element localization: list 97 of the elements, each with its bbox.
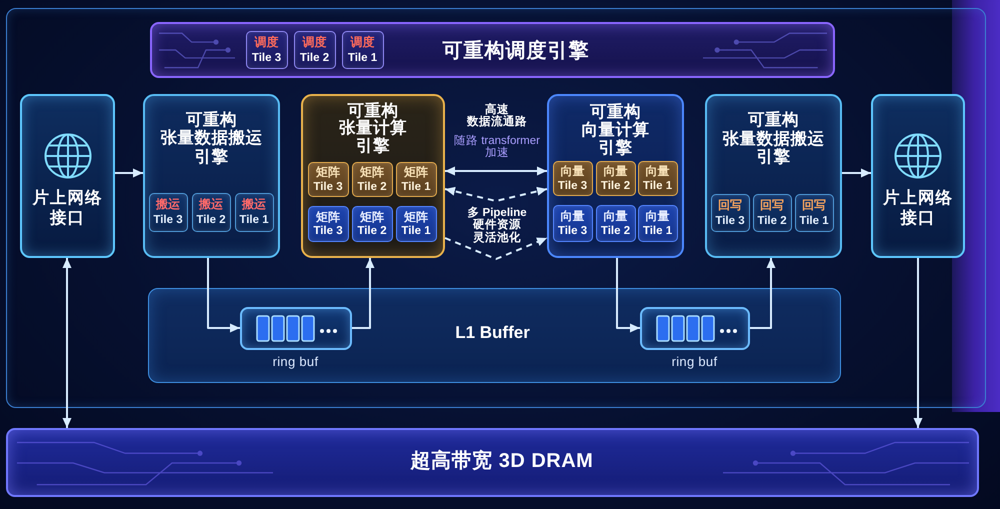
tile-label: 向量 xyxy=(604,164,628,180)
bar-title: 可重构调度引擎 xyxy=(442,39,590,63)
dashed-double-arrow xyxy=(444,186,548,202)
tile-number: Tile 1 xyxy=(239,213,269,228)
tile-box xyxy=(192,193,231,232)
tile-box xyxy=(596,161,636,196)
buffer-caption: ring buf xyxy=(672,354,718,370)
tile-number: Tile 3 xyxy=(558,178,588,194)
tile-label: 向量 xyxy=(646,164,670,180)
tile-number: Tile 3 xyxy=(313,180,343,195)
tile-number: Tile 2 xyxy=(600,224,630,239)
annotation-text: 随路 transformer 加速 xyxy=(454,134,540,160)
tile-number: Tile 3 xyxy=(715,214,745,229)
tile-label: 回写 xyxy=(802,198,826,214)
arrow xyxy=(914,258,922,428)
tile-number: Tile 2 xyxy=(757,214,787,229)
tile-box xyxy=(396,162,437,197)
buffer-panel xyxy=(148,288,841,383)
engine-title: 可重构张量数据搬运引擎 xyxy=(160,110,262,166)
tile-box xyxy=(308,206,349,242)
tile-box xyxy=(638,205,678,242)
tile-number: Tile 1 xyxy=(348,50,378,66)
engine-title: 可重构张量数据搬运引擎 xyxy=(722,111,824,166)
interface-box xyxy=(20,94,115,258)
interface-box xyxy=(871,94,965,258)
engine-title: 可重构向量计算引擎 xyxy=(582,103,650,157)
tile-label: 搬运 xyxy=(199,197,223,212)
tile-box xyxy=(308,162,349,197)
tile-label: 回写 xyxy=(718,198,742,214)
tile-number: Tile 1 xyxy=(799,214,829,229)
arrow xyxy=(616,258,640,332)
tile-number: Tile 2 xyxy=(357,224,387,240)
tile-number: Tile 1 xyxy=(401,180,431,195)
tile-number: Tile 3 xyxy=(153,213,183,228)
tile-number: Tile 1 xyxy=(642,224,672,239)
tile-number: Tile 2 xyxy=(196,213,226,228)
tile-box xyxy=(149,193,188,232)
tile-box xyxy=(342,31,384,69)
tile-label: 搬运 xyxy=(156,197,180,212)
memory-bar xyxy=(6,428,979,497)
tile-label: 矩阵 xyxy=(360,165,384,180)
tile-number: Tile 2 xyxy=(357,180,387,195)
engine-box xyxy=(143,94,280,258)
arrow xyxy=(207,258,240,332)
tile-label: 回写 xyxy=(760,198,784,214)
engine-box xyxy=(301,94,445,258)
tile-label: 向量 xyxy=(604,208,628,224)
tile-number: Tile 3 xyxy=(313,224,343,240)
panel-title: L1 Buffer xyxy=(455,322,530,344)
arrow xyxy=(842,168,871,178)
tile-label: 矩阵 xyxy=(316,210,340,225)
tile-box xyxy=(553,161,593,196)
interface-label: 片上网络接口 xyxy=(32,188,102,228)
tile-label: 向量 xyxy=(560,164,584,180)
annotation-text: 高速数据流通路 xyxy=(467,104,527,128)
engine-box xyxy=(547,94,684,258)
tile-box xyxy=(352,162,393,197)
tile-box xyxy=(294,31,336,69)
tile-label: 调度 xyxy=(350,35,374,50)
tile-box xyxy=(396,206,437,242)
tile-number: Tile 1 xyxy=(642,178,672,194)
engine-box xyxy=(705,94,842,258)
tile-box xyxy=(246,31,288,69)
tile-number: Tile 1 xyxy=(401,224,431,240)
tile-number: Tile 3 xyxy=(252,50,282,66)
tile-box xyxy=(638,161,678,196)
arrow xyxy=(115,168,143,178)
dashed-arrow xyxy=(444,237,548,260)
engine-bar xyxy=(150,22,835,78)
tile-number: Tile 2 xyxy=(600,178,630,194)
tile-box xyxy=(795,194,834,232)
tile-box xyxy=(553,205,593,242)
tile-box xyxy=(711,194,750,232)
tile-label: 矩阵 xyxy=(404,210,428,225)
tile-label: 调度 xyxy=(302,35,326,50)
tile-box xyxy=(596,205,636,242)
double-arrow xyxy=(62,258,72,428)
tile-box xyxy=(352,206,393,242)
interface-label: 片上网络接口 xyxy=(883,188,953,228)
buffer-caption: ring buf xyxy=(272,354,318,370)
arrow xyxy=(352,258,374,329)
tile-label: 向量 xyxy=(560,208,584,224)
tile-label: 矩阵 xyxy=(316,165,340,180)
tile-label: 调度 xyxy=(254,35,278,50)
double-arrow xyxy=(445,166,547,176)
memory-title: 超高带宽 3D DRAM xyxy=(410,448,594,474)
engine-title: 可重构张量计算引擎 xyxy=(339,102,407,155)
tile-label: 矩阵 xyxy=(404,165,428,180)
annotation-text: 多 Pipeline 硬件资源灵活池化 xyxy=(467,206,527,244)
tile-box xyxy=(235,193,274,232)
arrow xyxy=(750,258,776,329)
tile-label: 矩阵 xyxy=(360,210,384,225)
tile-box xyxy=(753,194,792,232)
tile-number: Tile 3 xyxy=(558,224,588,239)
tile-number: Tile 2 xyxy=(300,50,330,66)
tile-label: 搬运 xyxy=(242,197,266,212)
tile-label: 向量 xyxy=(646,208,670,224)
